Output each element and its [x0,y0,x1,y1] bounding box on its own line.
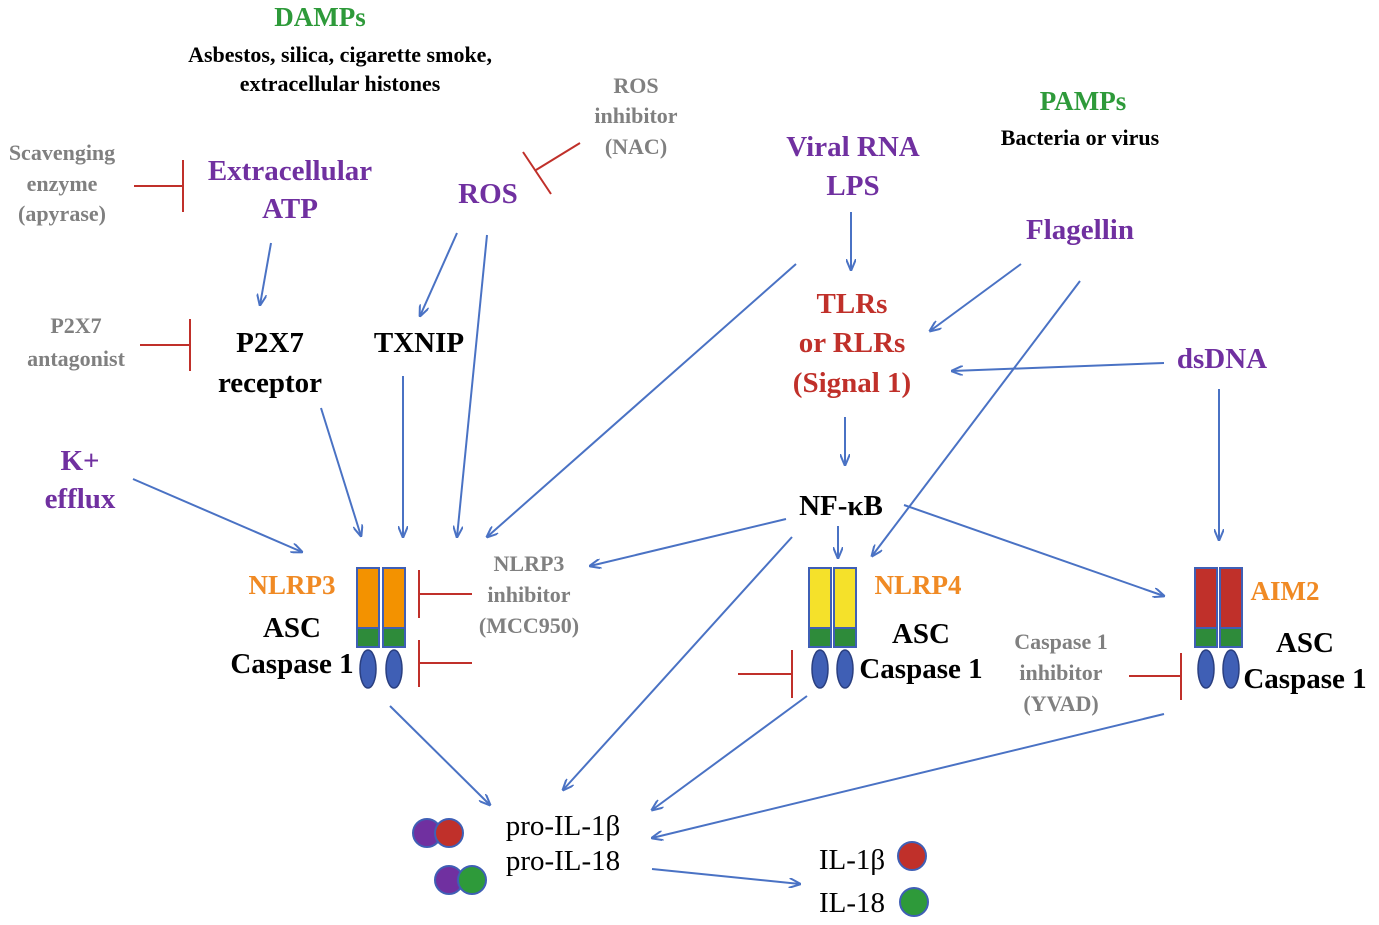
nlrp3-inhibitor-line3: (MCC950) [479,613,579,638]
caspase-inhibitor-line1: Caspase 1 [1014,629,1108,654]
caspase-inhibitor-line2: inhibitor [1019,660,1102,685]
pro-il1b-circles [412,818,464,848]
activation-arrows [132,212,1219,884]
scavenging-enzyme-line1: Scavenging [9,140,115,165]
arrow-dsdna-to-tlrs [952,362,1165,371]
txnip-label: TXNIP [374,327,464,359]
nlrp4-complex-caspase: Caspase 1 [859,653,982,685]
nlrp3-complex-caspase: Caspase 1 [230,648,353,680]
arrow-nfkb-to-aim2 [903,504,1164,596]
nlrp4-inflammasome-icon [808,567,857,689]
arrow-nfkb-to-nlrp3-inhibitor [590,518,787,566]
nlrp3-complex-asc: ASC [263,612,321,644]
nlrp4-complex-name: NLRP4 [875,570,962,600]
ros-inhibitor-line1: ROS [613,73,658,98]
scavenging-enzyme-line2: enzyme [27,171,98,196]
pro-il18-circles [434,865,487,895]
inhibition-lines [134,142,1182,700]
nlrp3-inhibitor-line2: inhibitor [487,582,570,607]
arrow-ros-to-txnip [420,232,458,316]
pamps-subtitle: Bacteria or virus [1001,125,1160,150]
p2x7-antagonist-line2: antagonist [27,346,125,371]
arrow-flagellin-to-nlrp4 [872,280,1081,556]
nlrp3-complex-name: NLRP3 [249,570,336,600]
arrow-p2x7-to-nlrp3 [320,407,361,536]
il18-label: IL-18 [819,887,885,919]
arrow-viral-rna-to-nlrp3 [487,263,797,537]
pamps-title: PAMPs [1040,86,1126,116]
tlrs-line1: TLRs [817,288,888,320]
caspase-inhibitor-line3: (YVAD) [1023,691,1098,716]
nlrp3-inhibitor-line1: NLRP3 [494,551,565,576]
aim2-inflammasome-icon [1194,567,1243,689]
arrow-k-efflux-to-nlrp3 [132,478,302,552]
flagellin-label: Flagellin [1026,214,1134,246]
arrow-ros-to-nlrp3 [457,234,488,537]
arrow-atp-to-p2x7 [260,242,272,305]
pro-il1b-label: pro-IL-1β [506,810,621,842]
il1b-label: IL-1β [819,844,885,876]
pro-il18-label: pro-IL-18 [506,845,620,877]
arrow-flagellin-to-tlrs [930,263,1022,331]
nfkb-label: NF-κB [799,490,883,522]
aim2-complex-caspase: Caspase 1 [1243,663,1366,695]
viral-rna-line2: LPS [826,170,879,202]
nlrp3-inflammasome-icon [356,567,406,689]
ros-inhibitor-line3: (NAC) [605,134,667,159]
tlrs-line2: or RLRs [799,327,906,359]
damps-examples-line2: extracellular histones [240,71,441,96]
arrow-nfkb-to-pro-cytokines [563,536,793,790]
damps-title: DAMPs [274,2,365,32]
p2x7-receptor-line1: P2X7 [236,327,304,359]
ros-inhibitor-line2: inhibitor [594,103,677,128]
extracellular-atp-line1: Extracellular [208,155,372,187]
extracellular-atp-line2: ATP [262,193,318,225]
k-efflux-line1: K+ [60,445,99,477]
nlrp4-complex-asc: ASC [892,618,950,650]
p2x7-receptor-line2: receptor [218,367,322,399]
tlrs-line3: (Signal 1) [793,367,911,399]
arrow-pro-to-mature-cytokines [651,868,800,884]
dsdna-label: dsDNA [1177,343,1267,375]
aim2-complex-name: AIM2 [1251,576,1320,606]
ros-label: ROS [458,178,518,210]
arrow-nlrp3-to-pro-cytokines [389,705,490,805]
aim2-complex-asc: ASC [1276,627,1334,659]
il1b-circle [897,841,927,871]
viral-rna-line1: Viral RNA [786,131,919,163]
k-efflux-line2: efflux [45,483,116,515]
scavenging-enzyme-line3: (apyrase) [18,201,106,226]
p2x7-antagonist-line1: P2X7 [50,313,101,338]
arrow-aim2-to-pro-cytokines [652,713,1165,838]
damps-examples-line1: Asbestos, silica, cigarette smoke, [188,42,492,67]
il18-circle [899,887,929,917]
arrow-nlrp4-to-pro-cytokines [652,695,808,810]
